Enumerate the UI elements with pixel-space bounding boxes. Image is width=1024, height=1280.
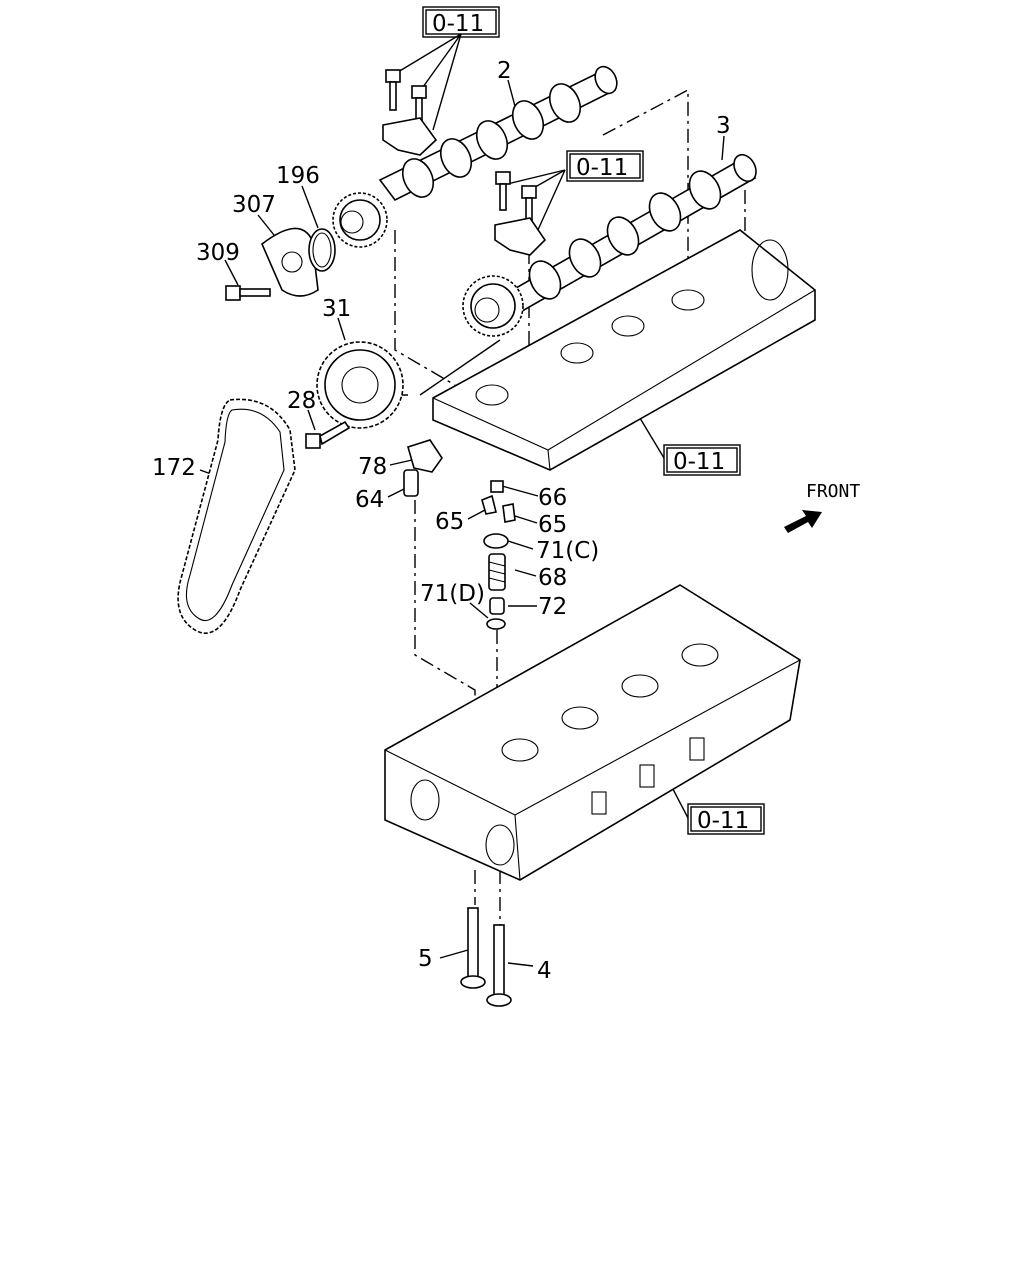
label-309: 309 — [196, 240, 240, 266]
camshaft-sprocket-upper — [332, 192, 388, 248]
label-196: 196 — [276, 163, 320, 189]
ref-label: 0-11 — [673, 449, 725, 475]
timing-chain-172 — [177, 398, 296, 635]
label-4: 4 — [537, 958, 552, 984]
label-71c: 71(C) — [536, 538, 599, 564]
label-31: 31 — [322, 296, 351, 322]
ref-box-top: 0-11 — [422, 6, 500, 38]
valve-4 — [486, 924, 512, 1007]
label-5: 5 — [418, 946, 433, 972]
label-65-right: 65 — [538, 512, 567, 538]
label-66: 66 — [538, 485, 567, 511]
label-78: 78 — [358, 454, 387, 480]
front-label: FRONT — [806, 481, 860, 502]
valve-keepers-and-springs — [481, 480, 516, 630]
o-ring-196 — [308, 228, 336, 272]
label-65-left: 65 — [435, 509, 464, 535]
cylinder-head — [384, 584, 801, 881]
valve-5 — [460, 907, 486, 989]
camshaft-sprocket-lower — [462, 275, 524, 337]
ref-label: 0-11 — [432, 11, 484, 37]
label-172: 172 — [152, 455, 196, 481]
plate-307 — [261, 227, 319, 297]
label-72: 72 — [538, 594, 567, 620]
label-2: 2 — [497, 58, 512, 84]
idler-sprocket-31 — [316, 341, 404, 429]
label-3: 3 — [716, 113, 731, 139]
label-307: 307 — [232, 192, 276, 218]
cam-carrier-upper — [432, 229, 816, 471]
ref-box-head: 0-11 — [687, 803, 765, 835]
ref-box-camshaft: 0-11 — [566, 150, 644, 182]
bearing-cap-bolts — [382, 69, 547, 256]
bolt-309 — [225, 285, 271, 301]
part-labels: 2 3 196 307 309 31 28 172 78 64 66 65 65… — [152, 58, 731, 984]
label-28: 28 — [287, 388, 316, 414]
ref-box-carrier: 0-11 — [663, 444, 741, 476]
label-64: 64 — [355, 487, 384, 513]
front-arrow-icon — [784, 510, 822, 533]
lash-adjuster-64 — [403, 469, 419, 497]
ref-label: 0-11 — [576, 155, 628, 181]
rocker-78 — [407, 439, 443, 473]
ref-label: 0-11 — [697, 808, 749, 834]
label-68: 68 — [538, 565, 567, 591]
camshaft-exhaust — [378, 65, 618, 202]
label-71d: 71(D) — [420, 581, 485, 607]
bolt-28 — [305, 420, 351, 449]
